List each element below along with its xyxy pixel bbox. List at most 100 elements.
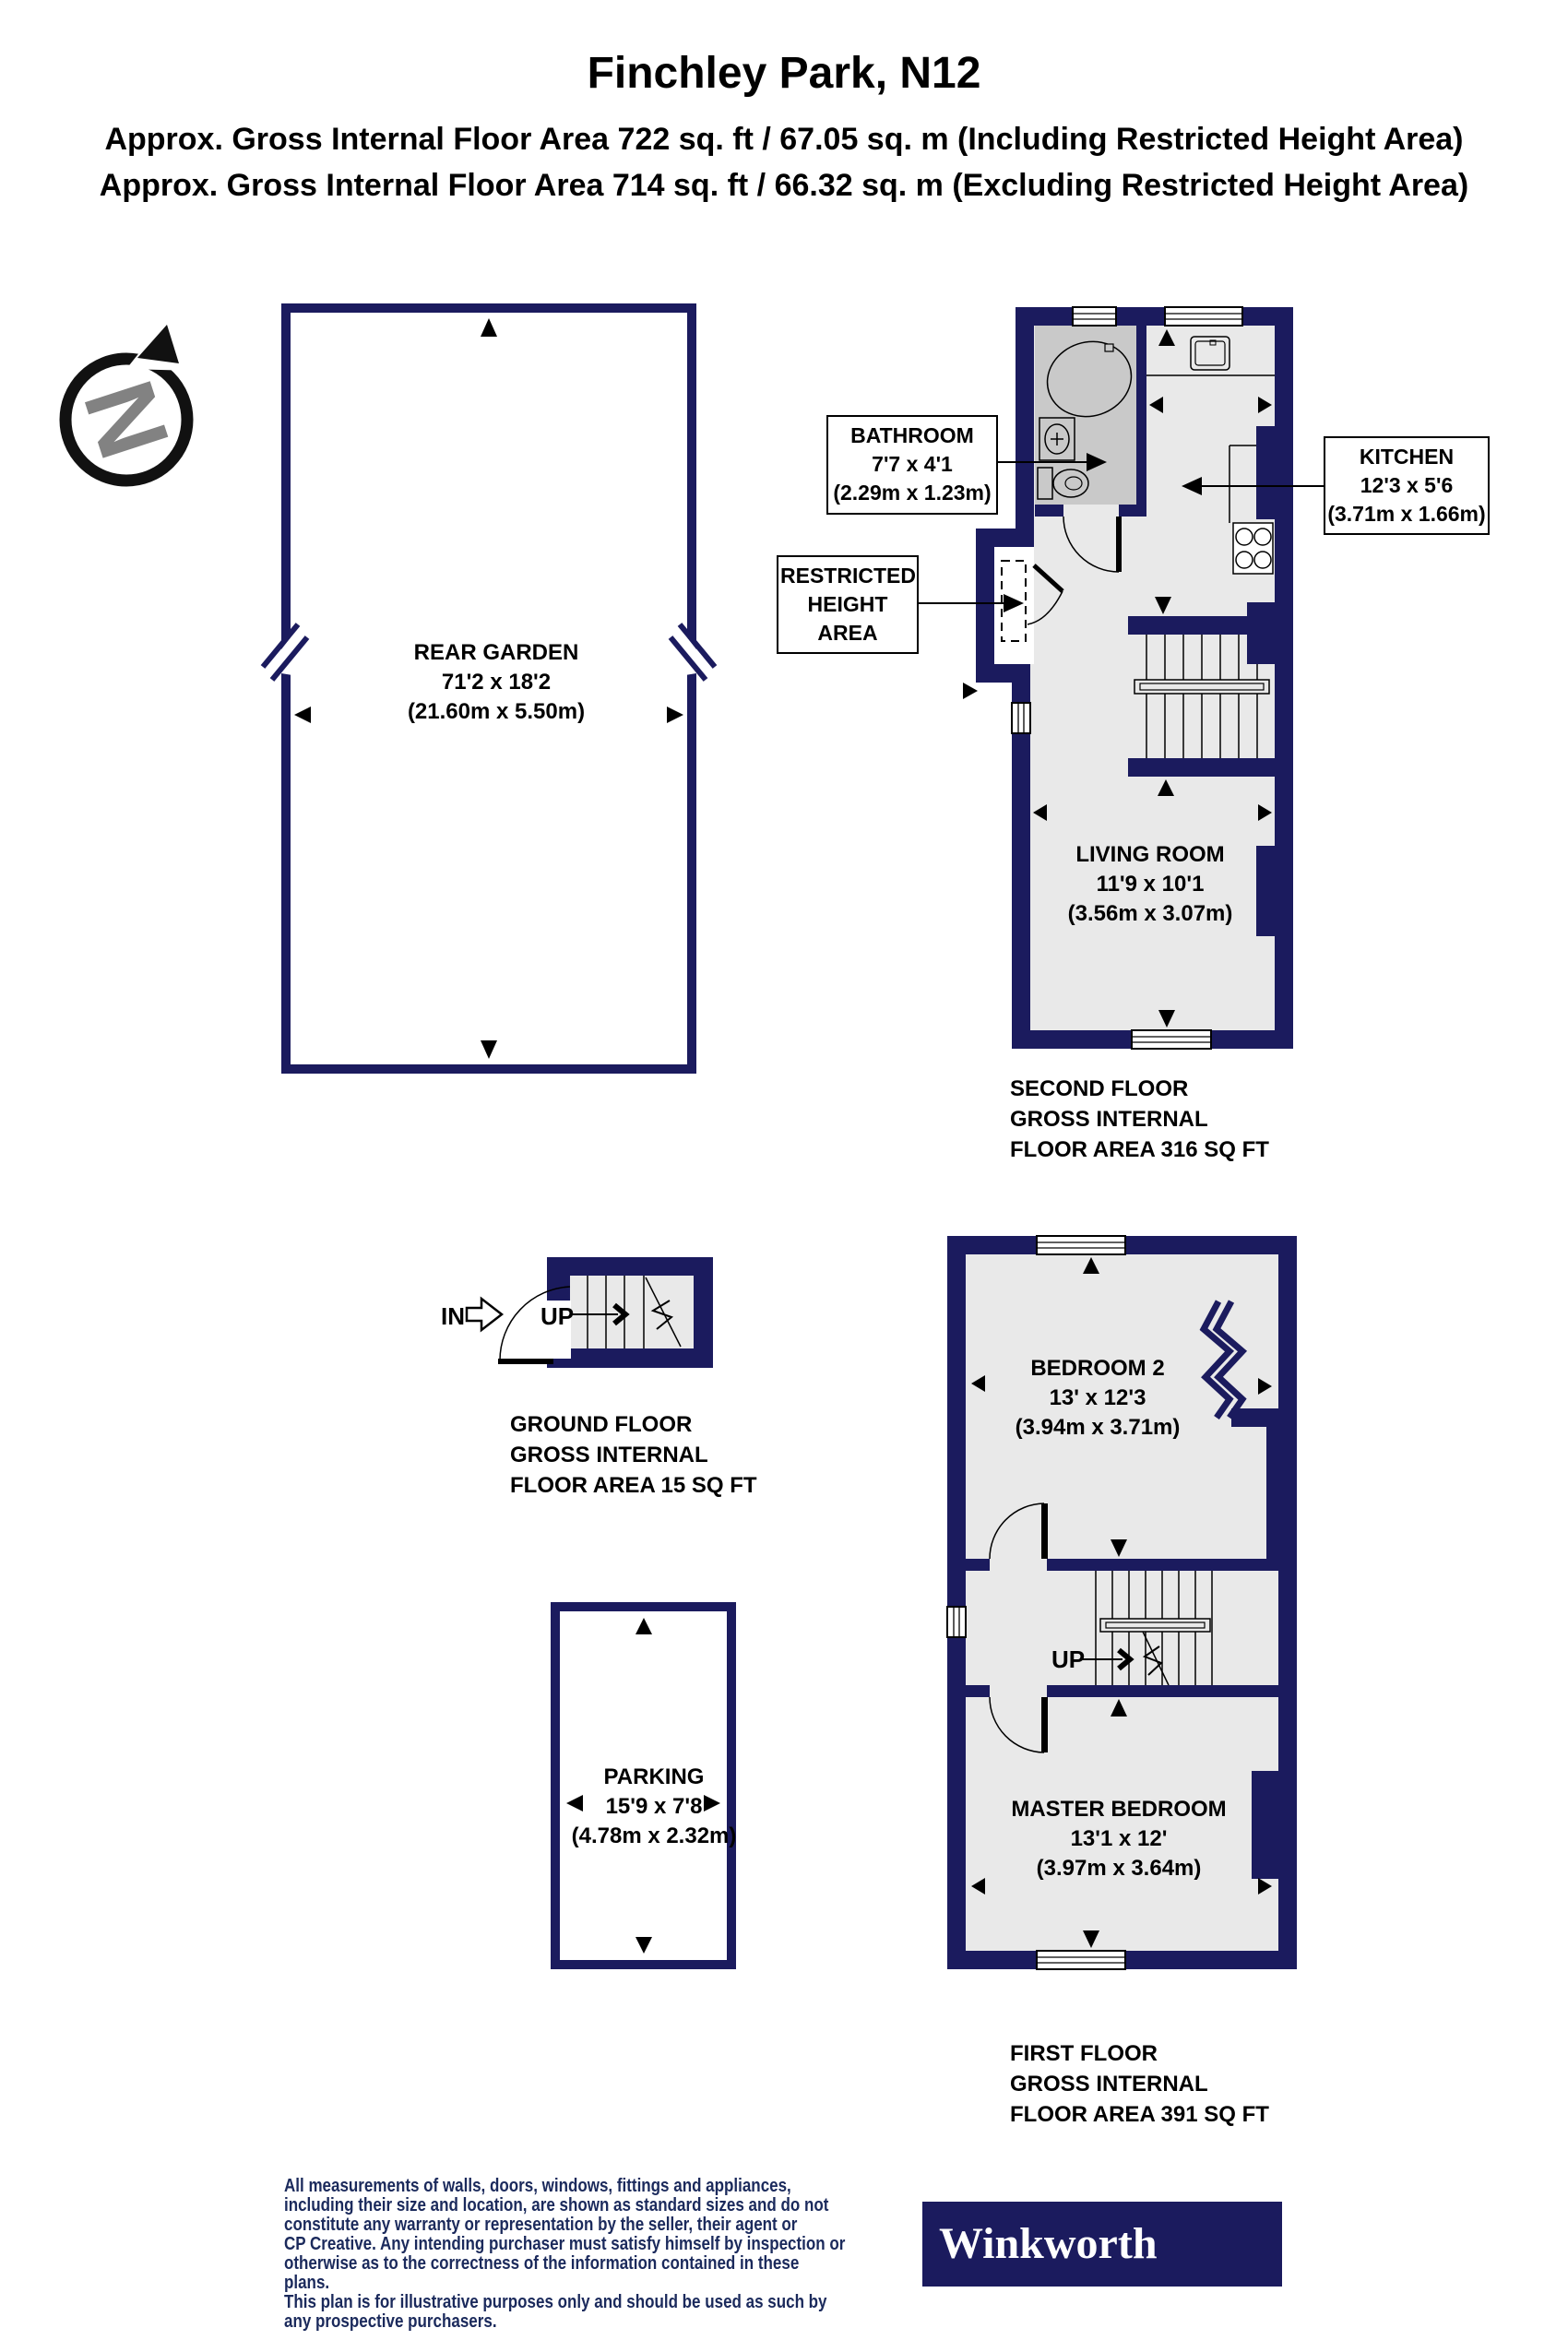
- room-name: BEDROOM 2: [1030, 1356, 1165, 1381]
- wall-break-marks: [1199, 1300, 1248, 1420]
- up-arrow: [1082, 1647, 1134, 1671]
- floor-area-including: Approx. Gross Internal Floor Area 722 sq…: [104, 122, 1464, 157]
- room-size-metric: (4.78m x 2.32m): [571, 1823, 737, 1848]
- caption-line: FLOOR AREA 391 SQ FT: [1010, 2102, 1269, 2127]
- restricted-line1: RESTRICTED: [780, 564, 916, 588]
- garden-dimension-arrows: [294, 318, 683, 1059]
- parking-dimension-arrows: [566, 1618, 720, 1954]
- room-size-imperial: 13'1 x 12': [1070, 1826, 1168, 1851]
- entrance-opening: [545, 1301, 571, 1359]
- room-size-metric: (3.94m x 3.71m): [1015, 1415, 1181, 1440]
- room-size-metric: (3.56m x 3.07m): [1067, 901, 1233, 926]
- parking-plan: [551, 1602, 736, 1969]
- landing-door-upper: [989, 1503, 1048, 1560]
- caption-line: GROSS INTERNAL: [1010, 1107, 1208, 1132]
- kitchen-callout: KITCHEN 12'3 x 5'6 (3.71m x 1.66m): [1324, 436, 1490, 535]
- page-title: Finchley Park, N12: [587, 49, 981, 98]
- restricted-height-callout: RESTRICTED HEIGHT AREA: [777, 555, 919, 654]
- restricted-line2: HEIGHT: [807, 592, 888, 616]
- up-arrow: [572, 1302, 630, 1326]
- landing-door-lower: [989, 1696, 1048, 1753]
- caption-line: GROSS INTERNAL: [510, 1443, 708, 1467]
- restricted-leader-line: [917, 602, 1005, 604]
- room-size-imperial: 13' x 12'3: [1049, 1385, 1146, 1410]
- disclaimer-line: CP Creative. Any intending purchaser mus…: [284, 2234, 846, 2254]
- caption-line: FLOOR AREA 316 SQ FT: [1010, 1137, 1269, 1162]
- rear-garden-label: REAR GARDEN 71'2 x 18'2 (21.60m x 5.50m): [358, 638, 635, 727]
- up-label: UP: [540, 1302, 574, 1330]
- disclaimer-line: any prospective purchasers.: [284, 2311, 497, 2332]
- room-name: LIVING ROOM: [1075, 842, 1225, 867]
- entrance-door: [498, 1286, 571, 1364]
- room-size-imperial: 11'9 x 10'1: [1096, 872, 1205, 897]
- room-size-metric: (21.60m x 5.50m): [407, 699, 586, 724]
- room-name: BATHROOM: [850, 423, 974, 447]
- handrail: [1099, 1618, 1211, 1633]
- second-floor-caption: SECOND FLOOR GROSS INTERNAL FLOOR AREA 3…: [1010, 1074, 1269, 1165]
- room-name: KITCHEN: [1359, 445, 1455, 469]
- kitchen-sink-icon: [1190, 336, 1230, 371]
- rear-garden-plan: [260, 303, 718, 1074]
- first-floor-dimension-arrows: [971, 1257, 1272, 1948]
- disclaimer-line: All measurements of walls, doors, window…: [284, 2176, 791, 2196]
- restricted-line3: AREA: [817, 621, 878, 645]
- hob-icon: [1232, 522, 1274, 575]
- ground-floor-plan: IN UP: [441, 1257, 713, 1368]
- room-name: MASTER BEDROOM: [1011, 1797, 1227, 1822]
- north-arrow-icon: N: [59, 315, 195, 487]
- room-size-imperial: 71'2 x 18'2: [441, 670, 552, 695]
- parking-label: PARKING 15'9 x 7'8 (4.78m x 2.32m): [516, 1763, 792, 1851]
- entry-arrow-icon: [465, 1296, 505, 1333]
- disclaimer-line: constitute any warranty or representatio…: [284, 2215, 798, 2235]
- parking-boundary: [551, 1602, 736, 1969]
- window: [1011, 306, 1243, 1050]
- room-name: REAR GARDEN: [413, 640, 579, 665]
- garden-break-marks: [260, 623, 718, 682]
- handrail: [1134, 679, 1270, 695]
- basin-icon: [1039, 417, 1075, 461]
- caption-line: GROSS INTERNAL: [1010, 2072, 1208, 2097]
- restricted-height-door: [1027, 564, 1064, 625]
- restricted-leader-arrow: [1004, 594, 1024, 612]
- disclaimer-text: All measurements of walls, doors, window…: [284, 2177, 849, 2332]
- bathroom-door: [1063, 516, 1122, 573]
- bathroom-callout: BATHROOM 7'7 x 4'1 (2.29m x 1.23m): [826, 415, 998, 515]
- second-floor-dimension-arrows: [963, 329, 1272, 1028]
- compass-circle: [59, 352, 194, 487]
- disclaimer-line: This plan is for illustrative purposes o…: [284, 2292, 827, 2312]
- disclaimer-line: including their size and location, are s…: [284, 2195, 829, 2215]
- first-floor-caption: FIRST FLOOR GROSS INTERNAL FLOOR AREA 39…: [1010, 2038, 1269, 2130]
- toilet-icon: [1037, 467, 1089, 500]
- room-size-metric: (2.29m x 1.23m): [833, 481, 992, 505]
- caption-line: SECOND FLOOR: [1010, 1076, 1189, 1101]
- kitchen-leader-arrow: [1182, 477, 1202, 495]
- room-size-metric: (3.71m x 1.66m): [1327, 502, 1486, 526]
- up-label: UP: [1051, 1645, 1085, 1673]
- caption-line: FLOOR AREA 15 SQ FT: [510, 1473, 757, 1498]
- winkworth-logo: Winkworth: [922, 2202, 1282, 2287]
- bathroom-leader-arrow: [1087, 453, 1107, 471]
- bedroom2-label: BEDROOM 2 13' x 12'3 (3.94m x 3.71m): [959, 1354, 1236, 1443]
- room-size-metric: (3.97m x 3.64m): [1036, 1856, 1202, 1881]
- stairs-second-floor: [1146, 635, 1258, 758]
- ground-floor-caption: GROUND FLOOR GROSS INTERNAL FLOOR AREA 1…: [510, 1409, 757, 1501]
- bath-icon: [1046, 340, 1133, 418]
- bathroom-leader-line: [996, 461, 1088, 463]
- room-size-imperial: 7'7 x 4'1: [872, 452, 953, 476]
- stairs-ground-floor: [587, 1276, 682, 1348]
- ground-stairs-area: [570, 1276, 694, 1348]
- room-name: PARKING: [603, 1764, 705, 1789]
- north-pointer: [137, 325, 179, 363]
- window: [946, 1235, 1126, 1970]
- second-floor-plan: [963, 306, 1293, 1050]
- room-size-imperial: 12'3 x 5'6: [1360, 473, 1454, 497]
- garden-boundary: [281, 303, 696, 1074]
- caption-line: FIRST FLOOR: [1010, 2041, 1158, 2066]
- living-room-label: LIVING ROOM 11'9 x 10'1 (3.56m x 3.07m): [1012, 840, 1289, 929]
- master-bedroom-label: MASTER BEDROOM 13'1 x 12' (3.97m x 3.64m…: [980, 1795, 1257, 1883]
- room-size-imperial: 15'9 x 7'8: [605, 1794, 703, 1819]
- caption-line: GROUND FLOOR: [510, 1412, 693, 1437]
- kitchen-leader-line: [1202, 485, 1324, 487]
- disclaimer-line: otherwise as to the correctness of the i…: [284, 2253, 800, 2293]
